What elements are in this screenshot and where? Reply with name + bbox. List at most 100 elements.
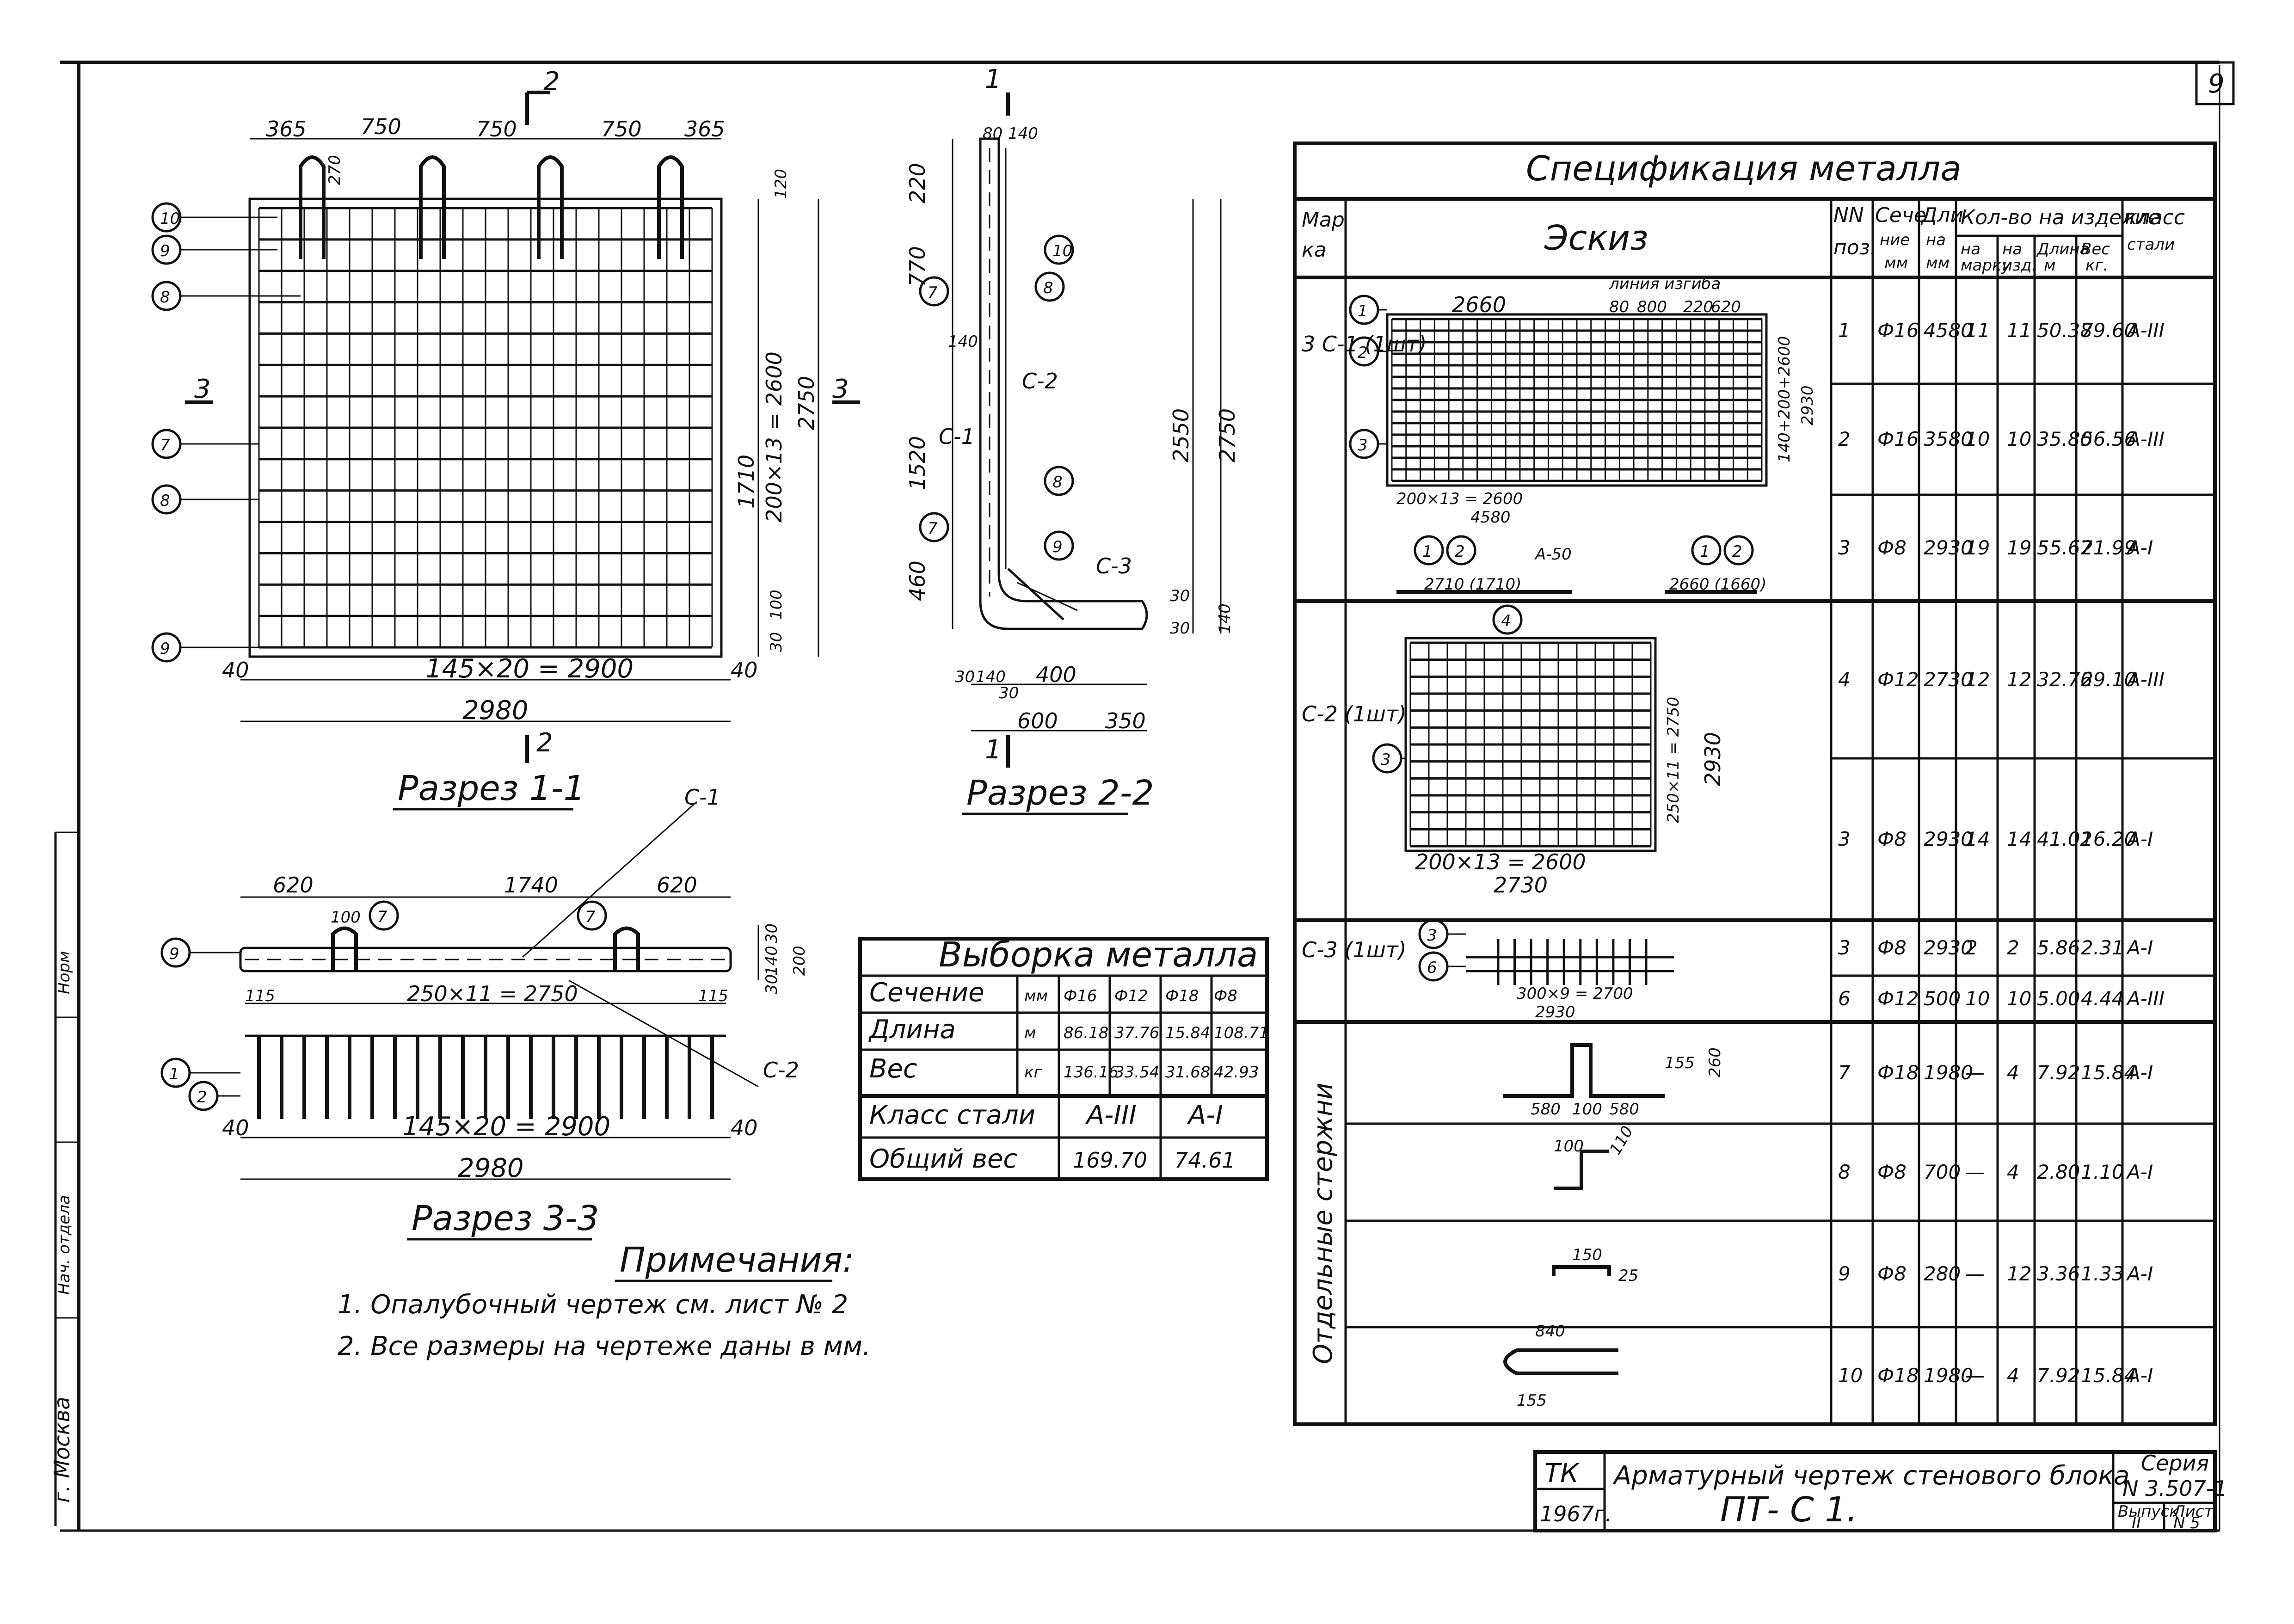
selection-cell: 86.18 (1064, 1024, 1108, 1042)
stamp-issue: II (2132, 1514, 2141, 1532)
position-callout-number: 6 (1427, 959, 1437, 977)
dim-115-left: 115 (245, 987, 275, 1005)
spec-cell: А-I (2126, 1161, 2153, 1183)
dim-2750: 2750 (1215, 408, 1240, 462)
dim-40-left: 40 (222, 658, 249, 683)
dim-270: 270 (326, 155, 344, 185)
selection-title: Выборка металла (939, 935, 1258, 975)
spec-cell: А-III (2126, 319, 2165, 342)
spec-cell: 2 (1838, 428, 1851, 450)
spec-cell: 4 (2007, 1161, 2019, 1183)
spec-cell: 16.20 (2081, 828, 2136, 850)
dim-200: 200 (790, 946, 809, 976)
dim-365-left: 365 (266, 117, 307, 141)
position-callout-number: 2 (1455, 542, 1465, 561)
position-callout-number: 2 (1358, 344, 1368, 362)
dim-30-a: 30 (1170, 587, 1190, 605)
bar9-150: 150 (1572, 1246, 1602, 1264)
dim-145x20-33: 145×20 = 2900 (402, 1112, 610, 1142)
spec-cell: 12 (2007, 1262, 2031, 1285)
spec-cell: 1980 (1924, 1364, 1973, 1387)
position-callout-number: 7 (377, 908, 387, 926)
bar8-100: 100 (1554, 1137, 1584, 1156)
c2-dim-200x13: 200×13 = 2600 (1415, 849, 1586, 874)
c1-dim-200x13: 200×13 = 2600 (1396, 490, 1523, 508)
spec-cell: 7.92 (2037, 1364, 2080, 1387)
spec-cell: 2 (2007, 936, 2019, 959)
spec-cell: 5.86 (2037, 936, 2080, 959)
dim-2980: 2980 (462, 695, 529, 726)
spec-cell: 1.33 (2081, 1262, 2124, 1285)
dim-620-right: 620 (657, 873, 697, 898)
position-callout-number: 7 (928, 519, 938, 538)
position-callout (919, 512, 949, 542)
section-2-2: 1 1 80 140 220 770 140 1520 460 2550 275… (905, 64, 1240, 815)
sheet-number: 9 (2208, 69, 2225, 99)
hdr-class-2: стали (2127, 235, 2175, 254)
spec-cell: А-I (2126, 536, 2153, 559)
spec-cell: 19 (2007, 536, 2031, 559)
spec-cell: А-III (2126, 428, 2165, 450)
stamp-org: ТК (1544, 1458, 1580, 1489)
spec-cell: 2730 (1924, 668, 1973, 691)
spec-cell: 21.99 (2081, 536, 2136, 559)
position-callout-number: 8 (160, 492, 170, 510)
c1-dim-800: 800 (1637, 298, 1667, 316)
position-callout-number: 8 (1052, 473, 1063, 492)
position-callout-number: 4 (1501, 612, 1511, 630)
c1-dim-4580: 4580 (1470, 508, 1511, 527)
spec-cell: А-III (2126, 987, 2165, 1010)
spec-cell: 2930 (1924, 828, 1973, 850)
position-callout-number: 8 (1043, 279, 1053, 297)
c2-dim-250x11: 250×11 = 2750 (1664, 697, 1683, 823)
dim-2550: 2550 (1169, 408, 1193, 462)
selection-cell: 136.16 (1064, 1063, 1119, 1082)
spec-cell: 9 (1838, 1262, 1851, 1285)
dim-750-b: 750 (476, 117, 517, 141)
position-callout (1691, 535, 1722, 566)
spec-cell: 10 (1838, 1364, 1863, 1387)
sketch-c1: 2660 80 800 220 620 линия изгиба 200×13 … (1349, 275, 1817, 594)
selection-row-label: Сечение (869, 978, 984, 1008)
hdr-length-3: мм (1926, 254, 1950, 272)
c3-dim-300x9: 300×9 = 2700 (1517, 984, 1633, 1003)
bar10-840: 840 (1535, 1322, 1565, 1341)
section-1-1: 2 2 3 3 365 750 750 750 365 270 120 1710… (151, 67, 860, 811)
dim-460: 460 (905, 560, 930, 601)
cut-mark-2-top: 1 (985, 64, 1002, 94)
dim-145x20: 145×20 = 2900 (425, 654, 633, 684)
spec-cell: 10 (2007, 428, 2031, 450)
mark-c2: С-2 (1шт) (1302, 701, 1407, 726)
hdr-qty-mark-2: марку (1961, 256, 2011, 275)
spec-cell: 3 (1838, 936, 1851, 959)
position-callout-number: 7 (928, 283, 938, 302)
spec-cell: 14 (1965, 828, 1990, 850)
hdr-section: Сече (1875, 203, 1926, 227)
dim-120: 120 (772, 169, 790, 199)
hdr-qty-mark: на (1961, 240, 1980, 258)
dim-750-c: 750 (601, 117, 642, 141)
spec-cell: 41.02 (2037, 828, 2092, 850)
note-2: 2. Все размеры на чертеже даны в мм. (338, 1331, 871, 1361)
spec-cell: 2.80 (2037, 1161, 2080, 1183)
selection-cell: Ф12 (1114, 987, 1148, 1005)
hdr-length-2: на (1926, 231, 1946, 249)
cut-mark-top: 2 (543, 67, 560, 97)
cut-mark-left: 3 (194, 374, 211, 404)
total-label: Общий вес (869, 1144, 1017, 1174)
spec-cell: 3 (1838, 828, 1851, 850)
dim-140-top: 140 (1008, 124, 1038, 143)
spec-cell: 1 (1838, 319, 1851, 342)
notes: Примечания: 1. Опалубочный чертеж см. ли… (338, 1240, 871, 1361)
sketch-c3: 300×9 = 2700 2930 36 (1418, 919, 1674, 1021)
cut-mark-bottom: 2 (536, 728, 553, 758)
spec-cell: 11 (1965, 319, 1990, 342)
dim-80: 80 (983, 124, 1002, 143)
selection-cell: Ф8 (1214, 987, 1237, 1005)
spec-cell: А-I (2126, 1262, 2153, 1285)
total-a1: 74.61 (1175, 1148, 1236, 1173)
spec-cell: 19 (1965, 536, 1990, 559)
dim-365-right: 365 (684, 117, 725, 141)
